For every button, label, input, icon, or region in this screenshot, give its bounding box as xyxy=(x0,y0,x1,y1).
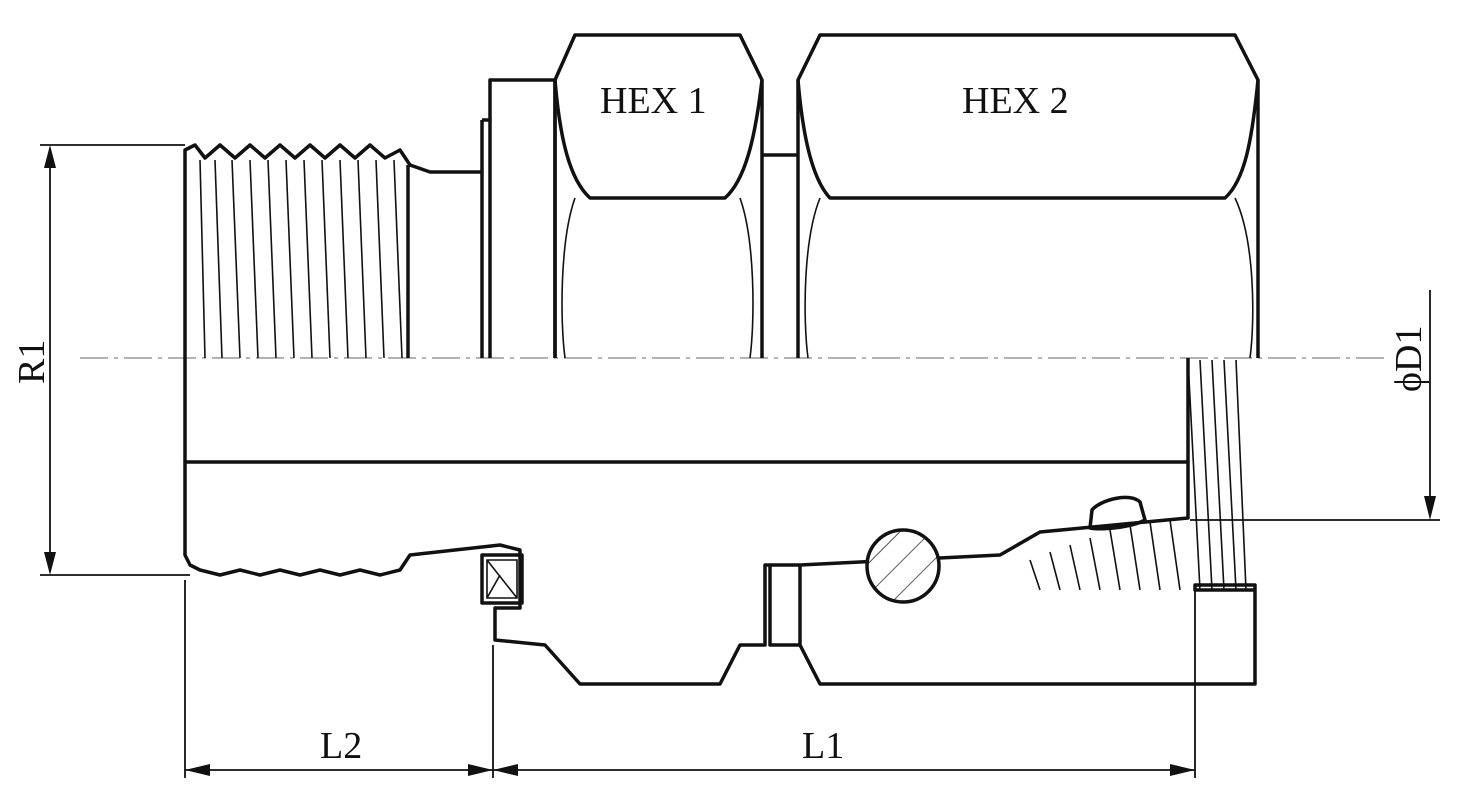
l2-label: L2 xyxy=(320,725,362,767)
hex2-body xyxy=(796,33,1260,358)
d1-dimension xyxy=(1190,290,1440,521)
seal-ring xyxy=(486,559,518,599)
l1-label: L1 xyxy=(802,725,844,767)
hex1-lower-faces xyxy=(561,197,754,359)
male-thread-lines xyxy=(199,159,403,359)
ball xyxy=(865,528,941,604)
section-body xyxy=(183,460,1257,686)
flange xyxy=(480,78,557,358)
cut-ring xyxy=(1088,495,1147,531)
male-thread-outline xyxy=(183,143,482,358)
hex1-label: HEX 1 xyxy=(600,80,707,122)
r1-dimension xyxy=(40,144,190,576)
r1-label: R1 xyxy=(11,340,53,384)
hex2-lower-faces xyxy=(804,197,1254,359)
female-thread xyxy=(1187,359,1247,591)
cone-threads xyxy=(1029,519,1181,591)
hex2-label: HEX 2 xyxy=(962,80,1069,122)
hex2-faces xyxy=(796,79,1260,200)
seal-groove xyxy=(480,553,524,605)
d1-label: ϕD1 xyxy=(1388,326,1430,392)
hex1-faces xyxy=(553,79,764,200)
hex1-body xyxy=(553,33,764,358)
bore xyxy=(183,358,1190,462)
length-dimensions xyxy=(184,580,1196,778)
